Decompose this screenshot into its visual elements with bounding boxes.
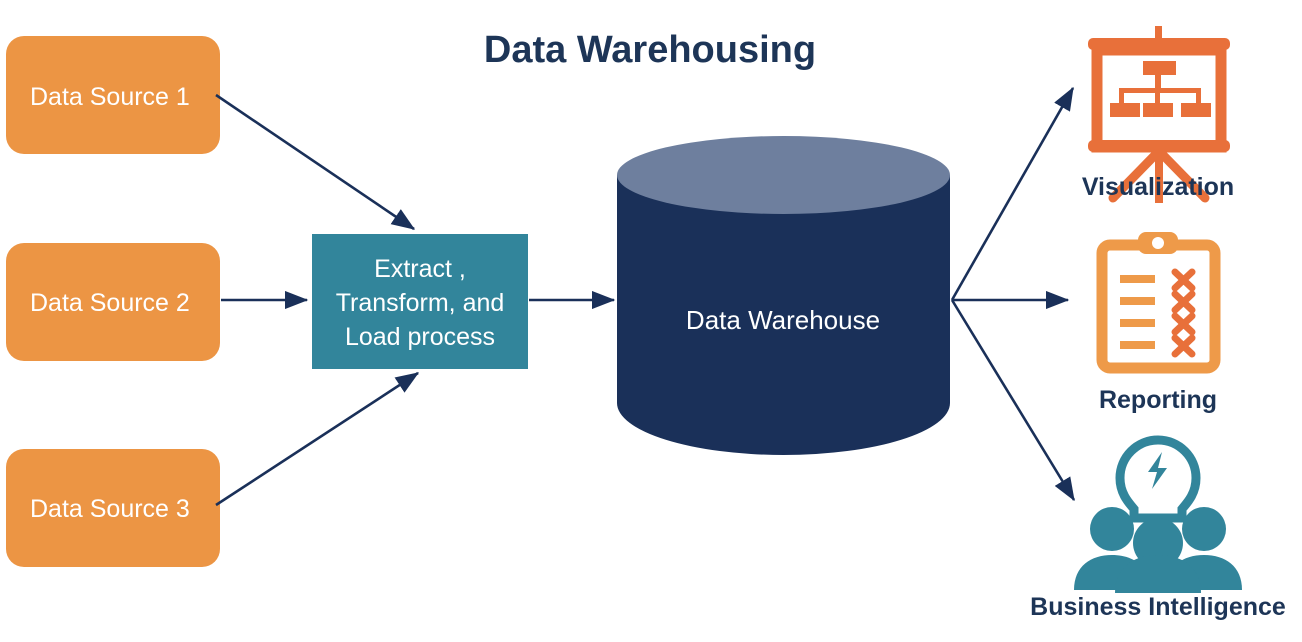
reporting-label: Reporting — [1099, 386, 1217, 414]
data-source-2[interactable]: Data Source 2 — [6, 243, 220, 361]
data-source-1[interactable]: Data Source 1 — [6, 36, 220, 154]
arrow-source1-to-etl — [215, 93, 416, 231]
data-warehouse-label: Data Warehouse — [686, 305, 880, 335]
cylinder-top — [617, 136, 950, 214]
arrow-source3-to-etl — [215, 371, 420, 507]
arrow-warehouse-to-business-intelligence — [950, 299, 1076, 502]
business-intelligence-label: Business Intelligence — [1030, 593, 1286, 621]
etl-label-line3: Load process — [345, 323, 495, 351]
visualization-output[interactable]: Visualization — [1082, 26, 1234, 203]
data-warehouse-cylinder[interactable]: Data Warehouse — [617, 136, 950, 455]
data-source-1-label: Data Source 1 — [30, 83, 190, 111]
data-source-2-label: Data Source 2 — [30, 289, 190, 317]
etl-process-box[interactable]: Extract , Transform, and Load process — [312, 234, 528, 369]
business-intelligence-output[interactable]: Business Intelligence — [1030, 435, 1286, 621]
visualization-label: Visualization — [1082, 173, 1234, 201]
arrow-warehouse-to-visualization — [950, 86, 1075, 301]
lightbulb-people-icon — [1074, 435, 1242, 593]
presentation-board-icon — [1088, 26, 1230, 203]
reporting-output[interactable]: Reporting — [1096, 232, 1221, 414]
clipboard-checklist-icon — [1096, 232, 1221, 374]
etl-label-line1: Extract , — [374, 255, 466, 283]
data-source-3[interactable]: Data Source 3 — [6, 449, 220, 567]
page-title: Data Warehousing — [484, 29, 816, 71]
cylinder-body — [617, 175, 950, 455]
data-source-2-box — [6, 243, 220, 361]
data-source-1-box — [6, 36, 220, 154]
etl-label-line2: Transform, and — [336, 289, 505, 317]
data-source-3-label: Data Source 3 — [30, 495, 190, 523]
etl-box-shape — [312, 234, 528, 369]
data-source-3-box — [6, 449, 220, 567]
